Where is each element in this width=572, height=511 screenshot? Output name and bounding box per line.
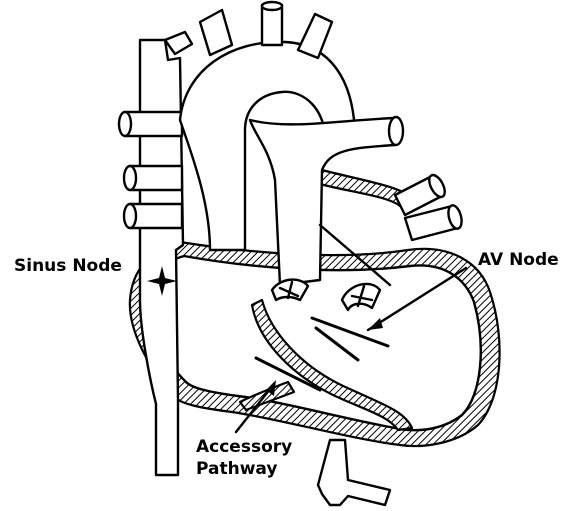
accessory-pathway-label-line2: Pathway <box>196 459 278 479</box>
pulmonary-trunk <box>248 116 397 287</box>
descending-vessel <box>316 438 392 507</box>
right-pulmonary-vein-2-end <box>447 204 463 230</box>
vena-cava-top-branch <box>163 30 194 56</box>
av-node-label: AV Node <box>478 250 559 270</box>
accessory-pathway-pointer <box>234 382 276 434</box>
av-node-pointer <box>366 266 468 332</box>
sinus-node-star-icon <box>147 266 177 296</box>
right-pulmonary-vein-1-end <box>428 173 446 199</box>
mitral-valve-leaflets <box>350 284 374 308</box>
pulmonary-vein-3 <box>128 202 184 230</box>
aortic-branch-3 <box>296 12 334 60</box>
aortic-branch-2-end <box>260 0 284 12</box>
vena-cava <box>138 38 185 477</box>
pulmonary-vein-3-end <box>122 202 138 230</box>
aortic-branch-1 <box>198 8 234 57</box>
tricuspid-valve-leaflets <box>278 280 300 300</box>
av-node-arrowhead <box>368 318 383 330</box>
accessory-pathway-label-line1: Accessory <box>196 437 293 457</box>
accessory-pathway-arrowhead <box>266 380 276 396</box>
sinus-node-label: Sinus Node <box>14 256 122 276</box>
aortic-arch <box>178 40 357 252</box>
pulmonary-vein-1 <box>123 110 184 138</box>
pulmonary-vein-2-end <box>122 164 138 192</box>
pulmonary-vein-1-end <box>117 110 133 138</box>
accessory-pathway-bar <box>254 356 322 392</box>
pulmonary-vein-2 <box>128 164 184 192</box>
atrial-septum-line <box>318 223 392 287</box>
av-node-bar-1 <box>310 316 390 348</box>
av-node-bar-2 <box>314 326 360 362</box>
pulmonary-trunk-end <box>387 115 405 147</box>
ventricular-septum <box>250 298 414 432</box>
